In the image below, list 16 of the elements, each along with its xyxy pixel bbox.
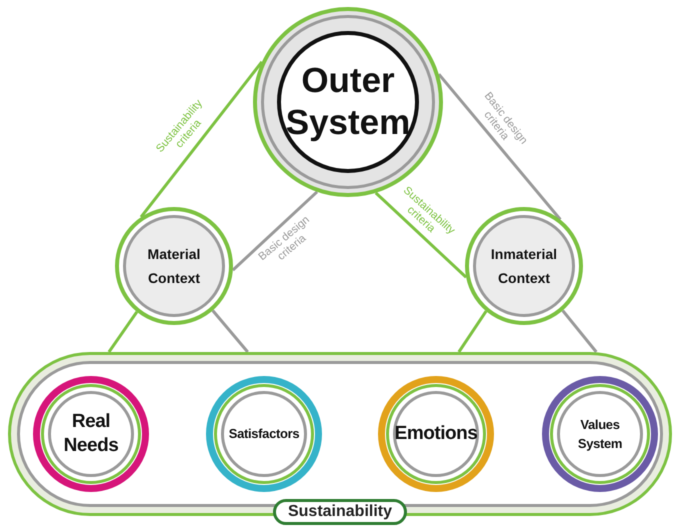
node-label: Inmaterial Context [490, 245, 558, 288]
connector-line [374, 192, 468, 278]
connector-line [232, 190, 318, 272]
group-label: Sustainability [272, 499, 408, 525]
node-label: Values System [576, 416, 624, 453]
node-label: Emotions [394, 422, 478, 446]
node-label: Outer System [286, 60, 410, 144]
connector-line [458, 310, 488, 353]
connector-line [140, 60, 264, 218]
node-label: Material Context [146, 245, 202, 288]
connector-line [108, 311, 138, 353]
connector-line [212, 310, 249, 353]
connector-line [562, 310, 598, 353]
node-label: Real Needs [62, 410, 120, 458]
node-label: Satisfactors [228, 425, 300, 444]
connector-line [438, 73, 562, 220]
